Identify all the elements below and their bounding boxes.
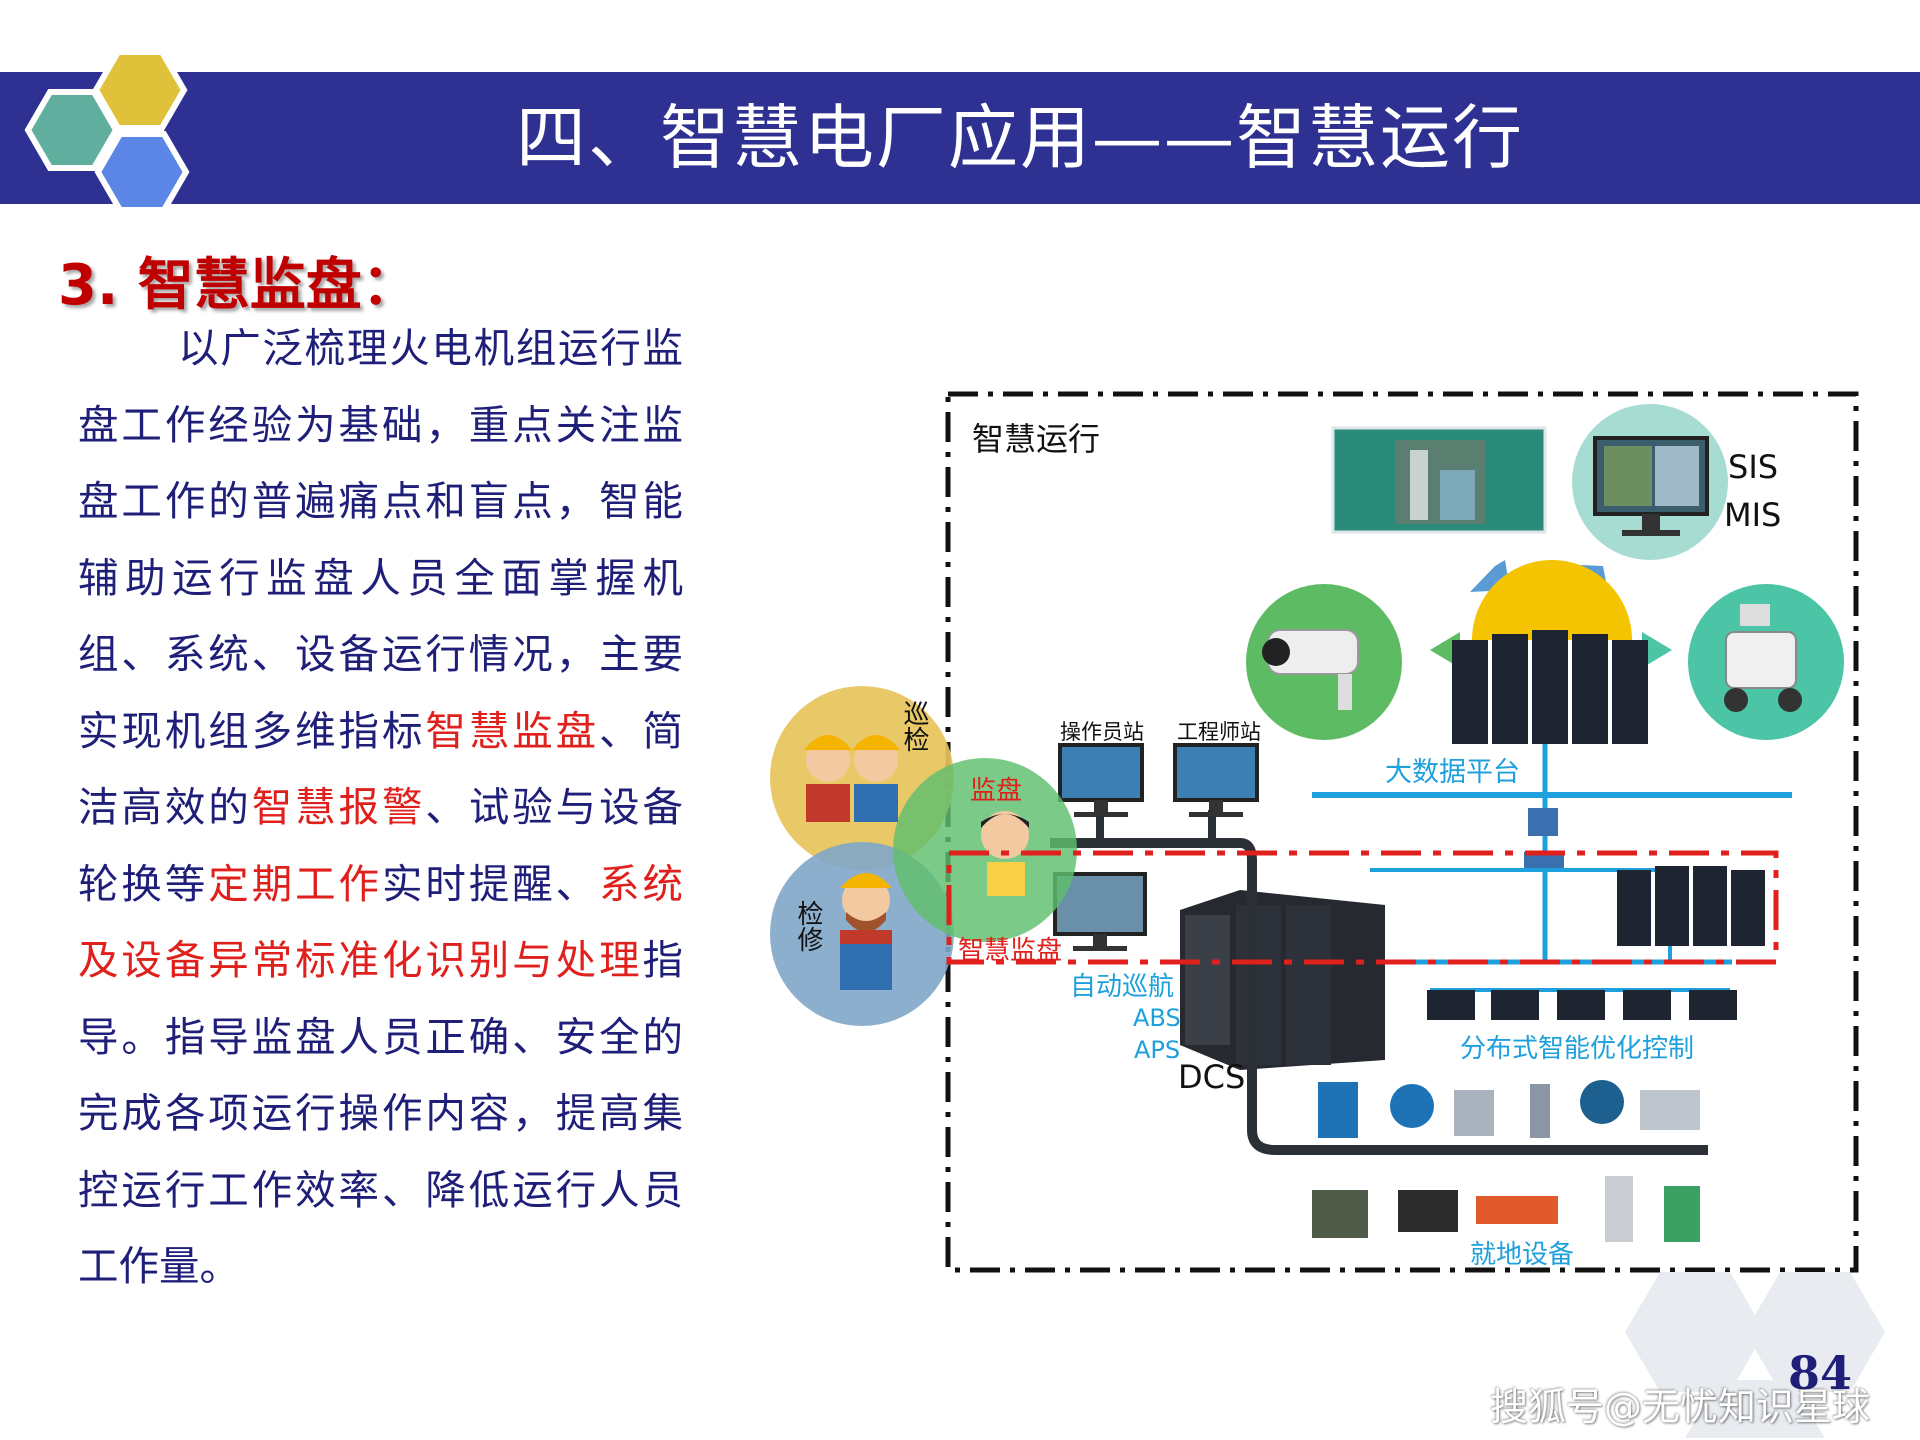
operator-station-label: 操作员站 <box>1060 720 1144 744</box>
monitor-operator-icon <box>981 811 1029 896</box>
aps-label: APS <box>1134 1036 1181 1064</box>
monitor-label: 监盘 <box>970 776 1023 806</box>
body-text-segment: 指导。指导监盘人员正确、安全的完成各项运行操作内容，提高集控运行工作效率、降低运… <box>78 936 683 1290</box>
patrol-workers-icon <box>804 735 900 822</box>
monitor-server-rack <box>1617 866 1765 946</box>
dcs-label: DCS <box>1178 1058 1246 1096</box>
firewall-icon <box>1528 808 1558 836</box>
engineer-station-monitor <box>1173 743 1259 802</box>
patrol-label: 巡检 <box>899 700 929 752</box>
monitor-circle <box>893 758 1077 942</box>
yellow-arc <box>1472 560 1632 640</box>
inspection-robot-icon <box>1725 631 1797 689</box>
body-text-segment: 、试验与设备轮换等 <box>78 783 684 908</box>
smart-monitor-dashed-box <box>946 850 1779 965</box>
highlighted-text: 系统及设备异常标准化识别与处理 <box>78 859 684 985</box>
smart-monitor-label: 智慧监盘 <box>958 936 1063 966</box>
big-data-server-rack <box>1452 630 1648 744</box>
field-valves <box>1312 1176 1700 1242</box>
hexagon-teal <box>24 89 120 171</box>
repair-label: 检修 <box>793 900 823 952</box>
arrow-right-icon <box>1627 632 1672 668</box>
title-bar <box>0 72 1920 204</box>
page-title: 四、智慧电厂应用——智慧运行 <box>516 97 1524 179</box>
distributed-controllers <box>1427 990 1737 1020</box>
auto-patrol-label: 自动巡航 <box>1070 972 1175 1002</box>
body-text-segment: 实时提醒、 <box>381 859 600 908</box>
repair-worker-icon <box>840 873 892 990</box>
dcs-trunk <box>1050 838 1708 1155</box>
hexagon-blue <box>94 131 190 213</box>
big-data-label: 大数据平台 <box>1385 757 1520 788</box>
distributed-control-label: 分布式智能优化控制 <box>1460 1034 1695 1064</box>
highlighted-text: 智慧监盘 <box>425 706 600 755</box>
mis-label: MIS <box>1724 496 1782 534</box>
field-instruments <box>1318 1080 1700 1138</box>
hexagon-logo <box>24 49 190 213</box>
diagram-frame <box>945 391 1859 1273</box>
section-heading: 3. 智慧监盘： <box>58 253 418 318</box>
dcs-cabinet <box>1180 890 1385 1070</box>
body-text-segment: 以广泛梳理火电机组运行监盘工作经验为基础，重点关注监盘工作的普遍痛点和盲点，智能… <box>78 324 683 755</box>
diagram-frame-title: 智慧运行 <box>972 420 1101 458</box>
switch-icon <box>1524 852 1564 868</box>
engineer-station-label: 工程师站 <box>1177 720 1261 744</box>
decorative-hexagons <box>1625 1272 1885 1438</box>
page-number: 84 <box>1788 1346 1853 1400</box>
field-devices-label: 就地设备 <box>1470 1240 1575 1270</box>
operator-station-monitor <box>1058 743 1144 802</box>
highlighted-text: 智慧报警 <box>251 783 426 831</box>
body-text-segment: 、简洁高效的 <box>78 706 684 832</box>
highlighted-text: 定期工作 <box>208 859 382 908</box>
abs-label: ABS <box>1133 1004 1181 1032</box>
watermark: 搜狐号@无忧知识星球 <box>1490 1385 1871 1429</box>
sis-label: SIS <box>1728 448 1779 486</box>
smart-monitor-screen <box>1053 872 1147 936</box>
body-paragraph: 以广泛梳理火电机组运行监盘工作经验为基础，重点关注监盘工作的普遍痛点和盲点，智能… <box>78 310 683 1305</box>
